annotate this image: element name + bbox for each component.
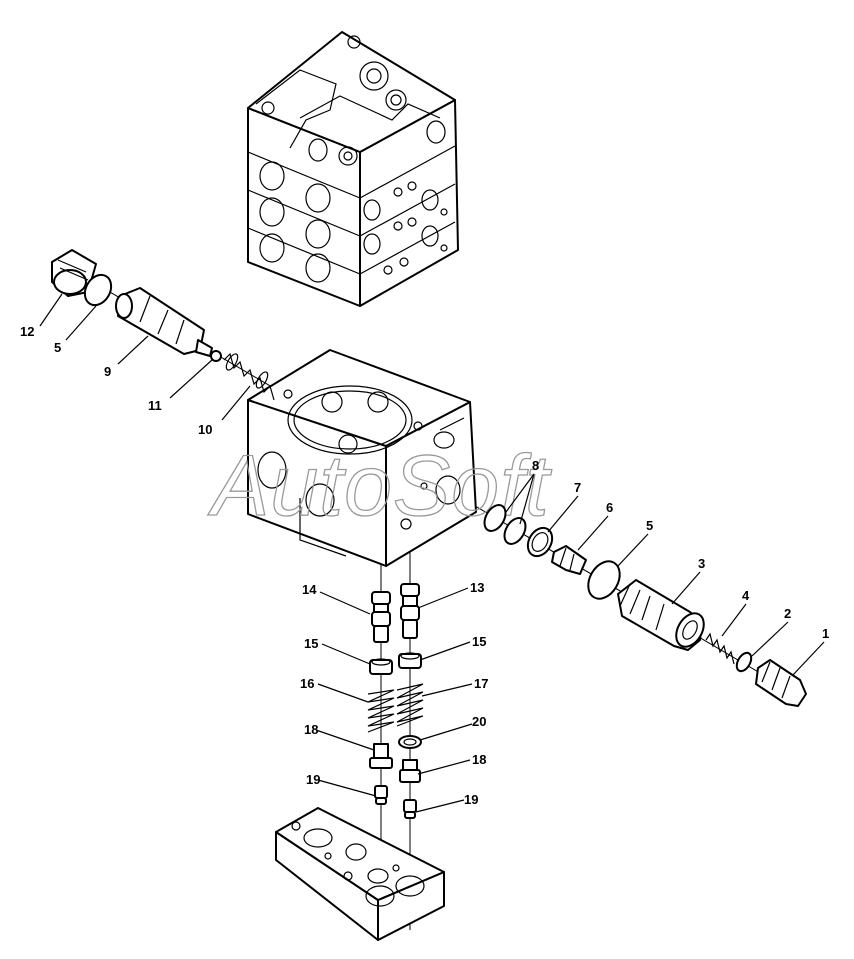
callout-10: 10: [198, 422, 212, 437]
part-16-spring: [367, 689, 395, 733]
callout-20: 20: [472, 714, 486, 729]
valve-stack-assembly: [247, 31, 459, 307]
callout-7: 7: [574, 480, 581, 495]
part-15-seat-left: [369, 658, 393, 675]
callout-14: 14: [302, 582, 317, 597]
part-18-retainer-left: [369, 743, 393, 769]
part-2-o-ring: [735, 651, 753, 673]
part-5-o-ring-left: [83, 273, 113, 307]
callout-3: 3: [698, 556, 705, 571]
right-relief-parts: [483, 504, 807, 707]
callout-11: 11: [148, 398, 162, 413]
part-7-ring: [526, 526, 554, 558]
callout-12: 12: [20, 324, 34, 339]
part-14-spool: [371, 591, 391, 643]
callout-18-right: 18: [472, 752, 486, 767]
callout-19-left: 19: [306, 772, 320, 787]
callout-15-left: 15: [304, 636, 318, 651]
part-1-plug: [755, 659, 807, 707]
callout-16: 16: [300, 676, 314, 691]
callout-13: 13: [470, 580, 484, 595]
part-19-pin-left: [374, 785, 388, 805]
part-8-ring-a: [483, 504, 507, 532]
part-15-seat-right: [398, 652, 422, 669]
part-10-spring: [223, 352, 275, 401]
callout-15-right: 15: [472, 634, 486, 649]
part-18-retainer-right: [399, 759, 421, 783]
assembly-axis-lines: [85, 277, 797, 930]
callout-8: 8: [532, 458, 539, 473]
part-11-ball: [210, 350, 222, 362]
callout-18-left: 18: [304, 722, 318, 737]
valve-body: [247, 349, 477, 567]
callout-9: 9: [104, 364, 111, 379]
part-6-poppet: [551, 545, 587, 575]
callout-6: 6: [606, 500, 613, 515]
bottom-plate: [275, 807, 445, 941]
callout-5-right: 5: [646, 518, 653, 533]
callout-5-left: 5: [54, 340, 61, 355]
callout-17: 17: [474, 676, 488, 691]
leader-lines: [39, 293, 825, 813]
pilot-parts-left-column: [367, 591, 395, 805]
part-17-spring: [396, 683, 424, 727]
callout-2: 2: [784, 606, 791, 621]
part-5-o-ring-right: [587, 560, 621, 600]
pilot-parts-right-column: [396, 583, 424, 819]
left-relief-parts: [51, 249, 275, 401]
callout-19-right: 19: [464, 792, 478, 807]
part-9-valve: [115, 287, 213, 357]
part-13-spool: [400, 583, 420, 639]
callout-1: 1: [822, 626, 829, 641]
callout-labels: 12 5 9 11 10 8 7 6 5 3 4 2 1 14 13 15 15…: [20, 324, 829, 807]
part-3-relief-valve: [617, 579, 705, 651]
callout-4: 4: [742, 588, 750, 603]
part-19-pin-right: [403, 799, 417, 819]
part-4-spring: [705, 632, 735, 665]
part-20-ring: [398, 735, 422, 749]
